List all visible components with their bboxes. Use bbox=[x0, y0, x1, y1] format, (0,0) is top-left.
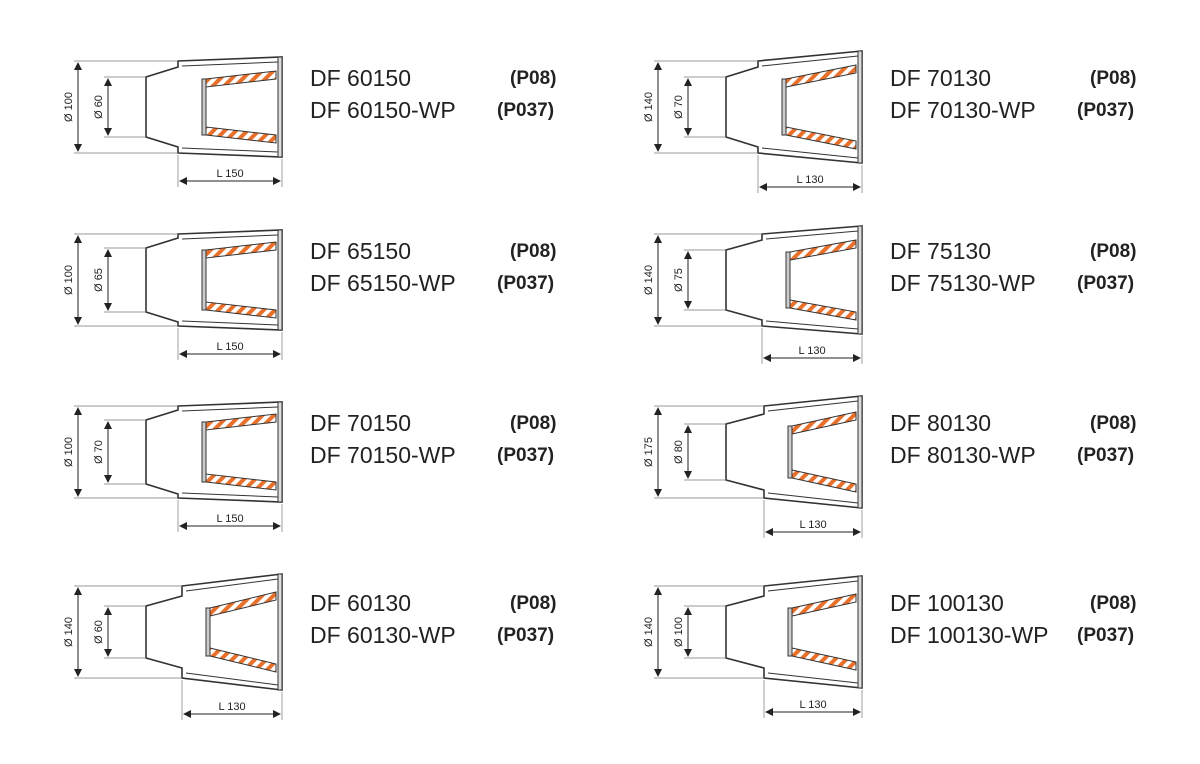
outer-diameter-label: Ø 100 bbox=[63, 265, 75, 295]
filter-housing bbox=[145, 573, 283, 691]
outer-diameter-label: Ø 140 bbox=[63, 617, 75, 647]
filter-media-top bbox=[789, 239, 857, 261]
length-label: L 130 bbox=[218, 701, 245, 713]
product-name: DF 65150 bbox=[310, 238, 412, 264]
length-label: L 150 bbox=[216, 341, 243, 353]
filter-drawing: Ø 140 Ø 70 L 130 bbox=[643, 50, 863, 193]
inner-diameter-label: Ø 70 bbox=[93, 440, 105, 464]
filter-media-top bbox=[791, 593, 857, 617]
outer-diameter-label: Ø 140 bbox=[643, 265, 655, 295]
filter-media-bottom bbox=[791, 647, 857, 671]
outer-diameter-label: Ø 100 bbox=[63, 437, 75, 467]
filter-media-bottom bbox=[789, 299, 857, 321]
filter-drawing: Ø 140 Ø 100 L 130 bbox=[643, 575, 863, 718]
filter-drawing: Ø 140 Ø 75 L 130 bbox=[643, 225, 863, 364]
product-name: DF 70150 bbox=[310, 410, 412, 436]
filter-media-top bbox=[205, 413, 277, 431]
product-code-wp: (P037) bbox=[1077, 445, 1135, 466]
product-item: Ø 140 Ø 75 L 130 DF 75130 (P08) DF 75130-WP (P… bbox=[640, 225, 1200, 408]
inner-diameter-label: Ø 80 bbox=[673, 440, 685, 464]
product-name-wp: DF 60150-WP bbox=[310, 97, 456, 123]
product-item: Ø 100 Ø 60 L 150 DF 60150 (P08) DF 60150-WP (P… bbox=[60, 55, 660, 235]
product-code-wp: (P037) bbox=[1077, 100, 1135, 121]
filter-media-bottom bbox=[209, 647, 277, 673]
product-name: DF 60150 bbox=[310, 65, 412, 91]
product-name-wp: DF 75130-WP bbox=[890, 270, 1036, 296]
inner-diameter-label: Ø 75 bbox=[673, 268, 685, 292]
length-label: L 150 bbox=[216, 168, 243, 180]
length-label: L 130 bbox=[799, 699, 826, 711]
filter-media-bottom bbox=[205, 126, 277, 144]
product-item: Ø 100 Ø 65 L 150 DF 65150 (P08) DF 65150-WP (P… bbox=[60, 228, 660, 408]
product-name-wp: DF 100130-WP bbox=[890, 622, 1049, 648]
filter-housing bbox=[145, 56, 283, 158]
filter-drawing: Ø 140 Ø 60 L 130 bbox=[63, 573, 283, 720]
outer-diameter-label: Ø 140 bbox=[643, 617, 655, 647]
length-label: L 150 bbox=[216, 513, 243, 525]
outer-diameter-label: Ø 140 bbox=[643, 92, 655, 122]
filter-media-bottom bbox=[205, 473, 277, 491]
filter-media-bottom bbox=[785, 126, 857, 150]
filter-media-bottom bbox=[205, 301, 277, 319]
product-name-wp: DF 80130-WP bbox=[890, 442, 1036, 468]
filter-drawing: Ø 100 Ø 65 L 150 bbox=[63, 229, 283, 360]
length-label: L 130 bbox=[799, 519, 826, 531]
product-code: (P08) bbox=[1090, 241, 1137, 262]
product-name-wp: DF 65150-WP bbox=[310, 270, 456, 296]
product-name: DF 75130 bbox=[890, 238, 992, 264]
product-item: Ø 100 Ø 70 L 150 DF 70150 (P08) DF 70150-WP (P… bbox=[60, 400, 660, 580]
filter-drawing: Ø 100 Ø 70 L 150 bbox=[63, 401, 283, 532]
filter-media-top bbox=[205, 241, 277, 259]
inner-diameter-label: Ø 100 bbox=[673, 617, 685, 647]
outer-diameter-label: Ø 175 bbox=[643, 437, 655, 467]
product-code: (P08) bbox=[1090, 593, 1137, 614]
product-code-wp: (P037) bbox=[497, 445, 555, 466]
product-item: Ø 140 Ø 70 L 130 DF 70130 (P08) DF 70130-WP (P… bbox=[640, 50, 1200, 235]
product-name-wp: DF 60130-WP bbox=[310, 622, 456, 648]
length-label: L 130 bbox=[796, 174, 823, 186]
product-code-wp: (P037) bbox=[1077, 625, 1135, 646]
product-name: DF 60130 bbox=[310, 590, 412, 616]
filter-media-top bbox=[205, 70, 277, 88]
product-item: Ø 140 Ø 60 L 130 DF 60130 (P08) DF 60130-WP (P… bbox=[60, 573, 660, 760]
filter-media-top bbox=[209, 591, 277, 617]
product-code: (P08) bbox=[1090, 413, 1137, 434]
filter-media-top bbox=[785, 64, 857, 88]
product-code-wp: (P037) bbox=[1077, 273, 1135, 294]
product-code-wp: (P037) bbox=[497, 625, 555, 646]
product-code: (P08) bbox=[510, 413, 557, 434]
product-name: DF 70130 bbox=[890, 65, 992, 91]
product-item: Ø 140 Ø 100 L 130 DF 100130 (P08) DF 100130-W… bbox=[640, 575, 1200, 760]
product-item: Ø 175 Ø 80 L 130 DF 80130 (P08) DF 80130-WP (P… bbox=[640, 395, 1200, 580]
product-code: (P08) bbox=[1090, 68, 1137, 89]
length-label: L 130 bbox=[798, 345, 825, 357]
filter-media-bottom bbox=[791, 469, 857, 493]
product-code-wp: (P037) bbox=[497, 100, 555, 121]
product-name: DF 100130 bbox=[890, 590, 1004, 616]
product-name-wp: DF 70130-WP bbox=[890, 97, 1036, 123]
filter-media-top bbox=[791, 411, 857, 435]
product-code: (P08) bbox=[510, 241, 557, 262]
filter-housing bbox=[725, 395, 863, 509]
product-code: (P08) bbox=[510, 593, 557, 614]
filter-housing bbox=[725, 575, 863, 689]
filter-drawing: Ø 100 Ø 60 L 150 bbox=[63, 56, 283, 187]
product-code: (P08) bbox=[510, 68, 557, 89]
product-name-wp: DF 70150-WP bbox=[310, 442, 456, 468]
product-code-wp: (P037) bbox=[497, 273, 555, 294]
inner-diameter-label: Ø 65 bbox=[93, 268, 105, 292]
product-name: DF 80130 bbox=[890, 410, 992, 436]
inner-diameter-label: Ø 60 bbox=[93, 620, 105, 644]
outer-diameter-label: Ø 100 bbox=[63, 92, 75, 122]
filter-drawing: Ø 175 Ø 80 L 130 bbox=[643, 395, 863, 538]
inner-diameter-label: Ø 70 bbox=[673, 95, 685, 119]
inner-diameter-label: Ø 60 bbox=[93, 95, 105, 119]
